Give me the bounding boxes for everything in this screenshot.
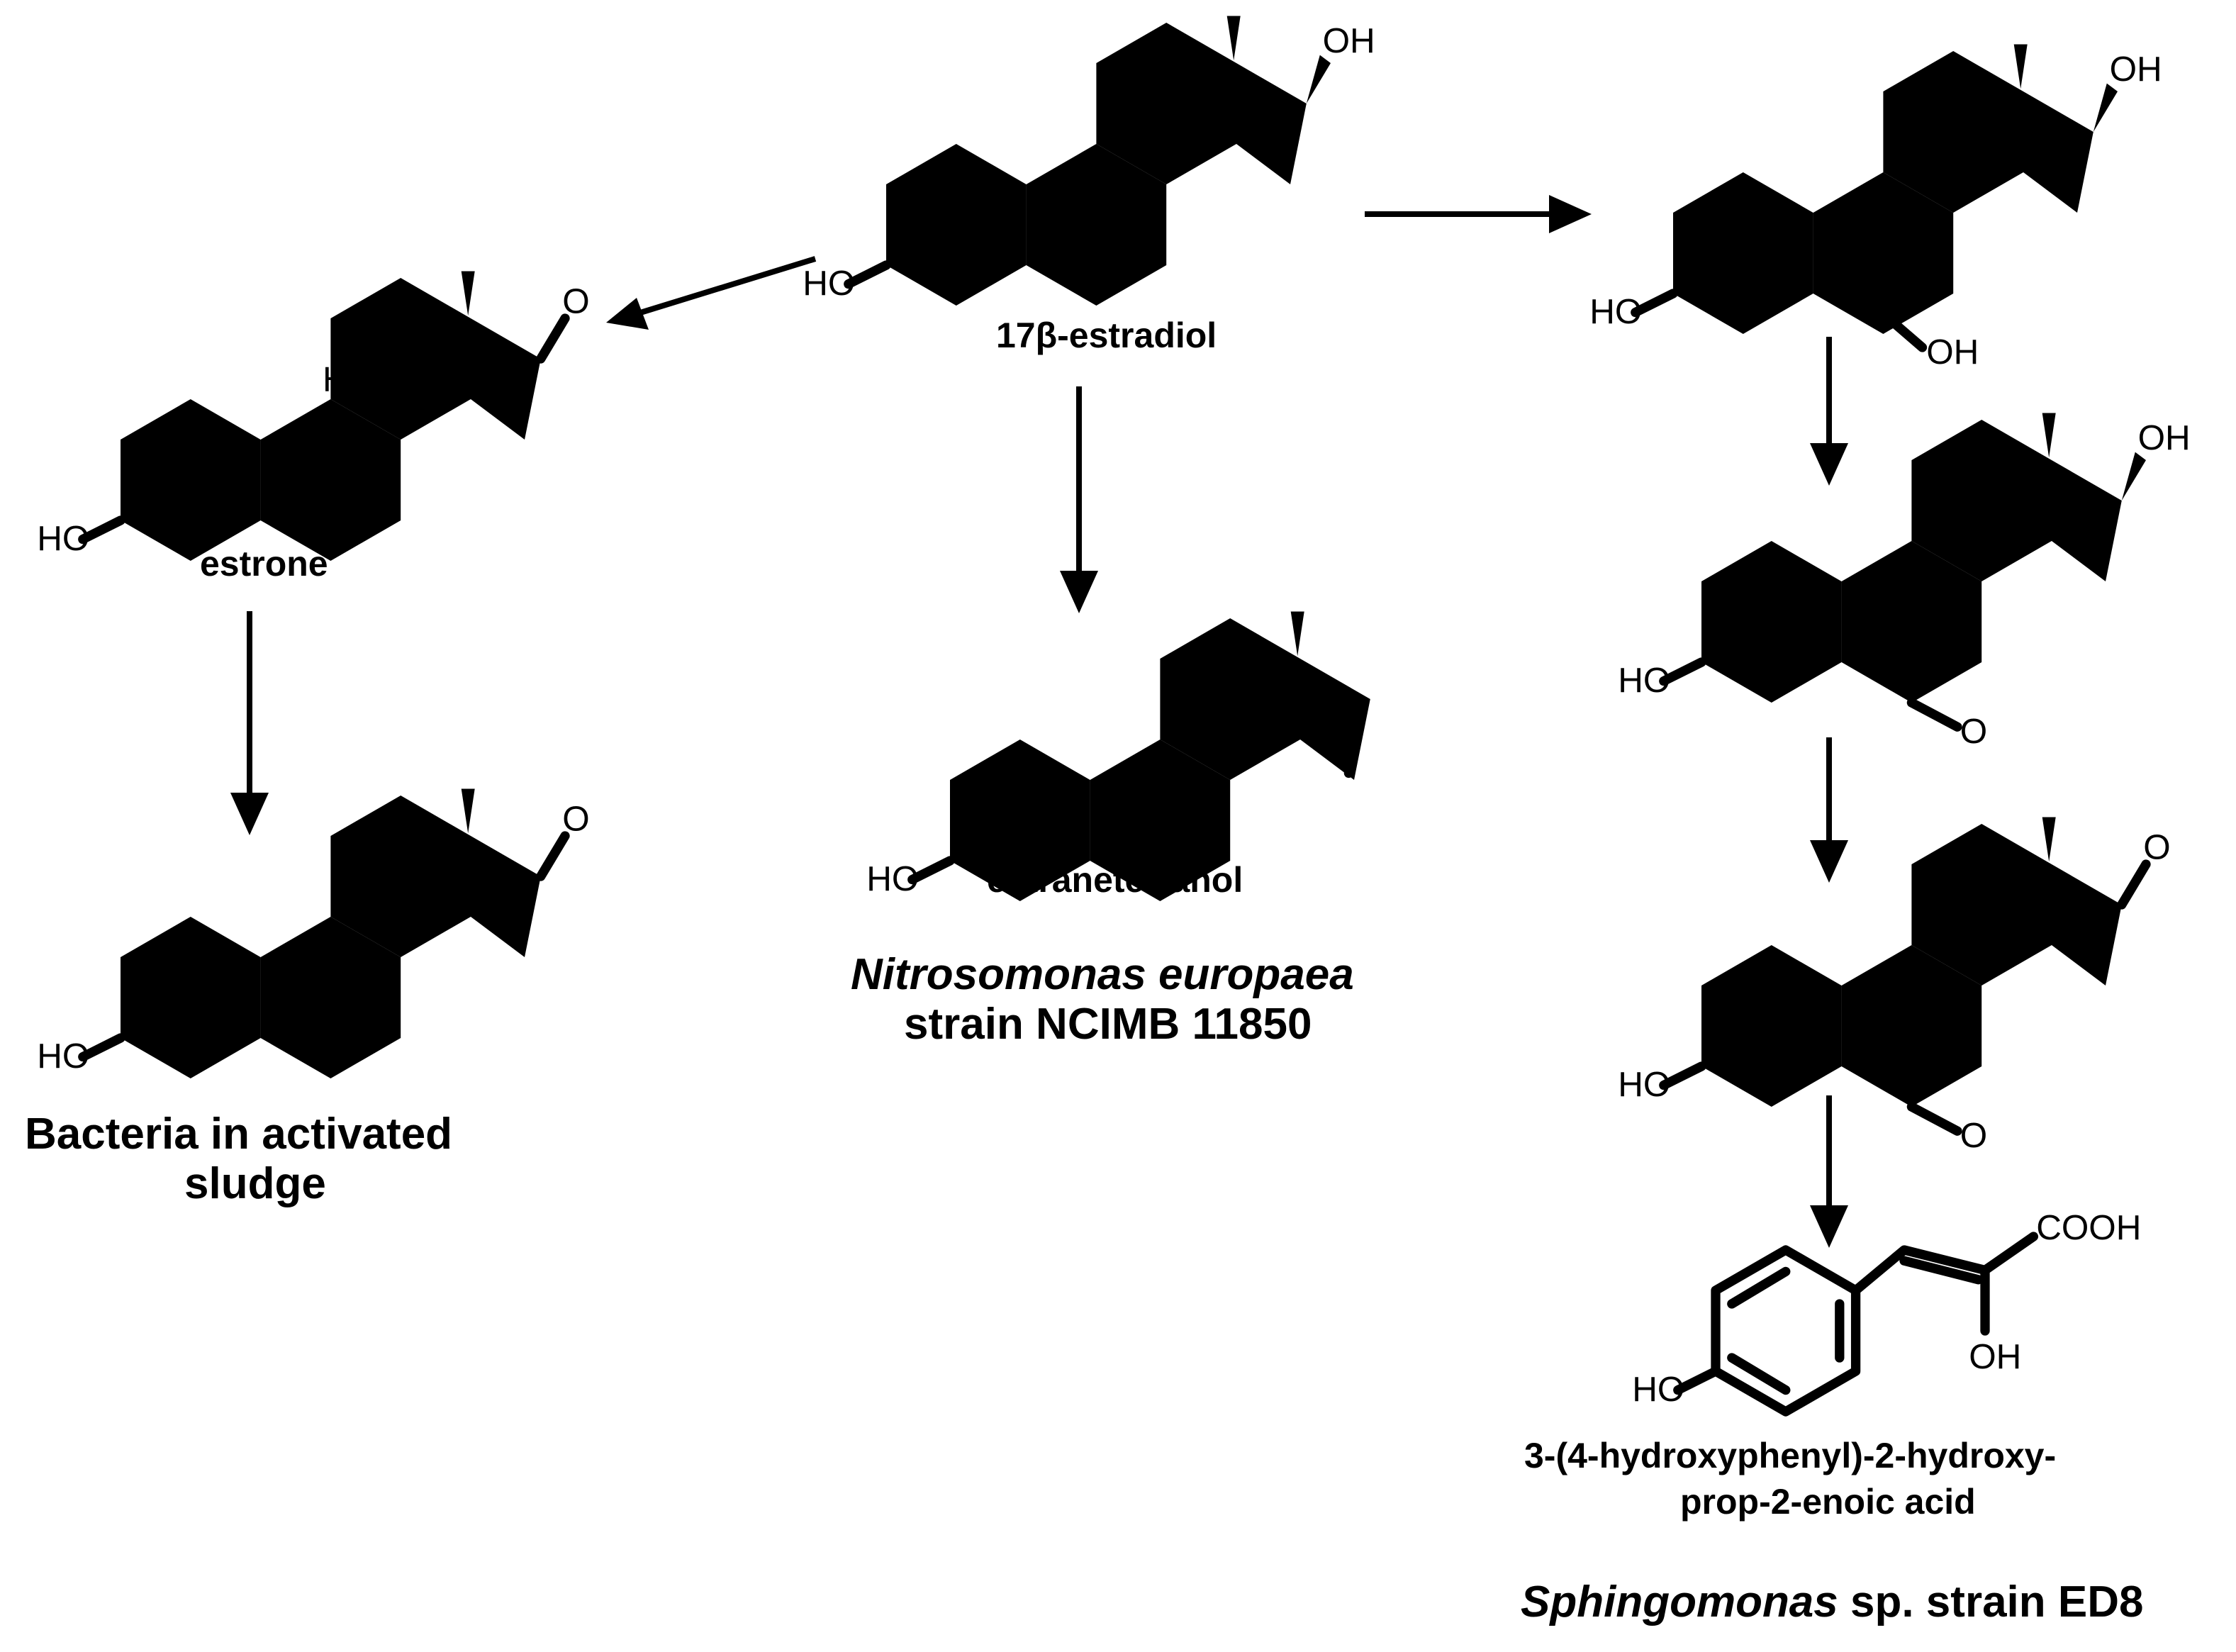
estradiol-structure: HO OH: [803, 16, 1375, 306]
sphingomonas-genus: Sphingomonas: [1521, 1578, 1838, 1626]
ketoestrone-structure: HO O O: [1618, 817, 2171, 1155]
sphingomonas-caption: Sphingomonas sp. strain ED8: [1521, 1578, 2143, 1626]
estranetetranol-name: estranetetranol: [987, 860, 1243, 900]
hydroxyestradiol-oh-label: OH: [2110, 50, 2162, 89]
sphingomonas-strain: sp. strain ED8: [1838, 1578, 2144, 1626]
estrone-name: estrone: [200, 544, 328, 584]
estrone-structure: HO O H: [37, 271, 590, 561]
enoic-cooh-label: COOH: [2036, 1208, 2141, 1247]
estradiol-oh-label: OH: [1323, 21, 1375, 60]
ketoestradiol-oh-label: OH: [2138, 418, 2191, 457]
nitrosomonas-caption-line2: strain NCIMB 11850: [904, 1000, 1312, 1049]
enoic-acid-structure: HO OH COOH: [1632, 1208, 2141, 1417]
arrow-estradiol-to-hydroxyestradiol: [1365, 195, 1592, 233]
ketoestrone-ho-label: HO: [1618, 1065, 1670, 1104]
enoic-acid-name-line1: 3-(4-hydroxyphenyl)-2-hydroxy-: [1524, 1436, 2056, 1475]
arrow-estradiol-to-estranetetranol: [1060, 386, 1098, 613]
estradiol-ho-label: HO: [803, 264, 855, 303]
ketoestradiol-ho-label: HO: [1618, 661, 1670, 700]
estranetetranol-structure: HO: [866, 611, 1370, 901]
sludge-caption-line2: sludge: [184, 1159, 326, 1208]
enoic-ho-label: HO: [1632, 1370, 1684, 1409]
lactone-structure: HO O: [37, 788, 590, 1078]
enoic-acid-name-line2: prop-2-enoic acid: [1680, 1482, 1976, 1522]
estrone-o-label: O: [562, 281, 589, 320]
arrow-hydroxy-to-keto: [1810, 337, 1848, 486]
nitrosomonas-caption-line1: Nitrosomonas europaea: [851, 950, 1354, 999]
arrow-ketoestrone-to-acid: [1810, 1095, 1848, 1248]
ketoestrone-o2-label: O: [1960, 1116, 1987, 1155]
estrone-h-label: H: [323, 360, 348, 399]
hydroxyestradiol-structure: HO OH OH: [1589, 44, 2162, 372]
ketoestradiol-o-label: O: [1960, 712, 1987, 751]
hydroxyestradiol-ho-label: HO: [1589, 292, 1642, 331]
hydroxyestradiol-oh2-label: OH: [1926, 333, 1979, 372]
enoic-oh-label: OH: [1969, 1337, 2021, 1376]
estradiol-name: 17β-estradiol: [996, 316, 1217, 355]
ketoestrone-o-label: O: [2143, 827, 2170, 866]
sludge-caption-line1: Bacteria in activated: [25, 1110, 452, 1159]
lactone-ho-label: HO: [37, 1037, 89, 1076]
arrow-estradiol-to-estrone: [606, 256, 817, 330]
arrow-estrone-to-lactone: [230, 611, 269, 835]
estranetetranol-ho-label: HO: [866, 859, 919, 898]
lactone-o-label: O: [562, 799, 589, 838]
arrow-keto-to-ketoestrone: [1810, 737, 1848, 883]
ketoestradiol-structure: HO OH O: [1618, 413, 2191, 751]
estrone-ho-label: HO: [37, 519, 89, 558]
